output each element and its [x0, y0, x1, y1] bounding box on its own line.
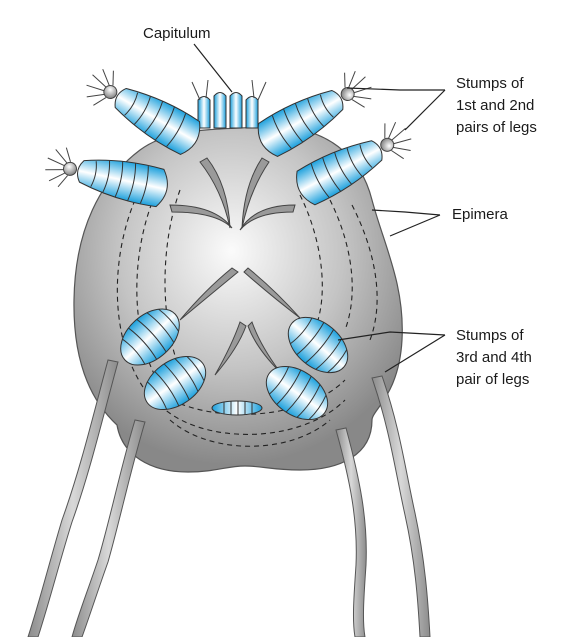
- leg-front-left-1: [80, 63, 207, 159]
- label-front-legs-line2: 1st and 2nd: [456, 97, 534, 114]
- label-rear-legs-line2: 3rd and 4th: [456, 349, 532, 366]
- capitulum: [192, 80, 266, 128]
- label-rear-legs-line3: pair of legs: [456, 371, 529, 388]
- label-capitulum: Capitulum: [143, 25, 211, 42]
- anal-opening: [212, 401, 262, 415]
- label-front-legs-line1: Stumps of: [456, 75, 524, 92]
- label-front-legs-line3: pairs of legs: [456, 119, 537, 136]
- label-epimera: Epimera: [452, 206, 509, 223]
- label-rear-legs-line1: Stumps of: [456, 327, 524, 344]
